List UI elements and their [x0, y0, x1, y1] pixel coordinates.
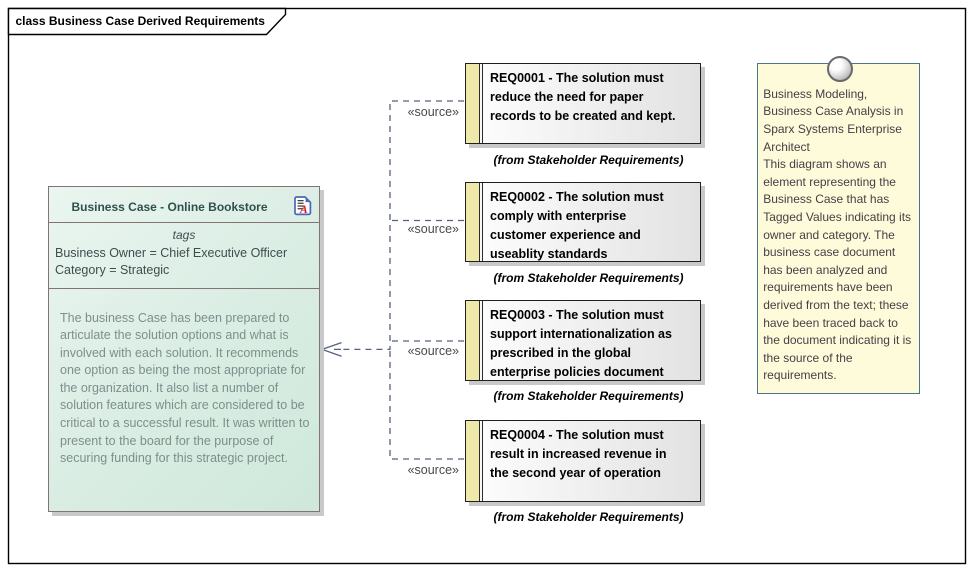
svg-text:A: A — [299, 204, 308, 216]
